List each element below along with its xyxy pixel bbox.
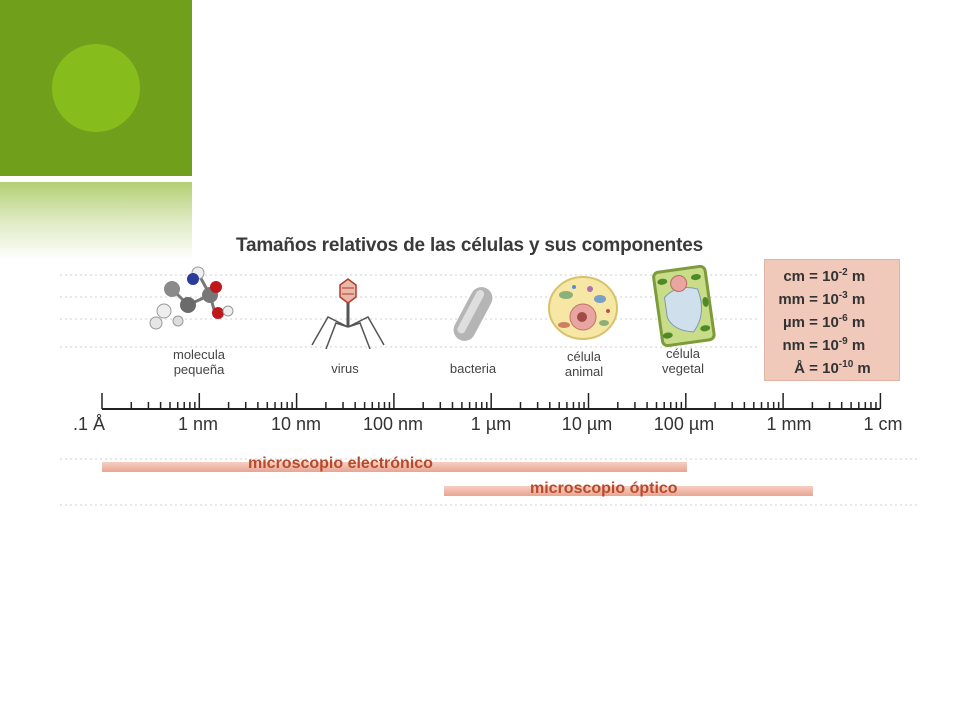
unit-equals: = 10 — [809, 291, 839, 308]
scale-label-2: 10 nm — [270, 414, 322, 434]
cell-size-diagram: Tamaños relativos de las células y sus c… — [60, 225, 920, 515]
scale-label-3: 100 nm — [362, 414, 424, 434]
unit-row-um: µm = 10-6 m — [771, 310, 865, 332]
scale-label-1: 1 nm — [177, 414, 219, 434]
electron-microscope-label: microscopio electrónico — [248, 455, 433, 472]
unit-equals: = 10 — [809, 360, 839, 377]
unit-row-mm: mm = 10-3 m — [771, 287, 865, 309]
item-label-plant-cell: célula vegetal — [662, 346, 704, 376]
scale-ticks — [101, 393, 882, 409]
scale-label-6: 100 µm — [653, 414, 715, 434]
decorative-green-circle — [52, 44, 140, 132]
item-label-virus: virus — [331, 361, 358, 376]
item-label-line: animal — [564, 364, 604, 379]
item-label-line: bacteria — [449, 361, 497, 376]
unit-suffix: m — [851, 291, 866, 308]
diagram-title: Tamaños relativos de las células y sus c… — [236, 235, 703, 256]
optical-microscope-range-bar — [444, 486, 813, 496]
virus-illustration — [311, 278, 385, 350]
diagram-graphics — [60, 264, 918, 506]
unit-conversion-box: cm = 10-2 m mm = 10-3 m µm = 10-6 m nm =… — [764, 259, 900, 381]
scale-label-4: 1 µm — [470, 414, 512, 434]
electron-microscope-range-bar — [102, 462, 687, 472]
unit-abbr: Å — [794, 360, 805, 377]
unit-exponent: -9 — [838, 336, 848, 347]
scale-label-7: 1 mm — [766, 414, 812, 434]
unit-exponent: -2 — [838, 267, 848, 278]
unit-suffix: m — [851, 337, 866, 354]
unit-equals: = 10 — [809, 314, 839, 331]
unit-abbr: cm — [783, 268, 805, 285]
unit-suffix: m — [851, 268, 866, 285]
optical-microscope-label: microscopio óptico — [530, 480, 678, 497]
animal-cell-illustration — [548, 276, 618, 340]
unit-abbr: nm — [782, 337, 806, 354]
plant-cell-illustration — [652, 264, 716, 348]
unit-abbr: µm — [783, 314, 805, 331]
scale-label-8: 1 cm — [863, 414, 903, 434]
item-label-line: célula — [567, 349, 601, 364]
unit-suffix: m — [851, 314, 866, 331]
scale-label-5: 10 µm — [561, 414, 613, 434]
item-label-line: molecula — [172, 347, 226, 362]
bacteria-illustration — [453, 287, 493, 341]
unit-exponent: -6 — [838, 313, 848, 324]
unit-row-angstrom: Å = 10-10 m — [771, 356, 871, 378]
item-label-molecule: molecula pequeña — [173, 347, 225, 377]
unit-exponent: -10 — [838, 359, 854, 370]
item-label-animal-cell: célula animal — [565, 349, 603, 379]
unit-row-nm: nm = 10-9 m — [771, 333, 866, 355]
unit-equals: = 10 — [809, 268, 839, 285]
item-label-line: vegetal — [662, 361, 704, 376]
scale-label-0: .1 Å — [72, 414, 106, 434]
item-label-line: célula — [666, 346, 700, 361]
unit-abbr: mm — [778, 291, 805, 308]
unit-exponent: -3 — [838, 290, 848, 301]
unit-equals: = 10 — [809, 337, 839, 354]
item-label-line: virus — [331, 361, 359, 376]
item-label-line: pequeña — [173, 362, 225, 377]
item-label-bacteria: bacteria — [450, 361, 496, 376]
decorative-green-fade — [0, 182, 192, 260]
small-molecule-illustration — [149, 266, 234, 330]
unit-suffix: m — [857, 360, 871, 377]
unit-row-cm: cm = 10-2 m — [771, 264, 865, 286]
